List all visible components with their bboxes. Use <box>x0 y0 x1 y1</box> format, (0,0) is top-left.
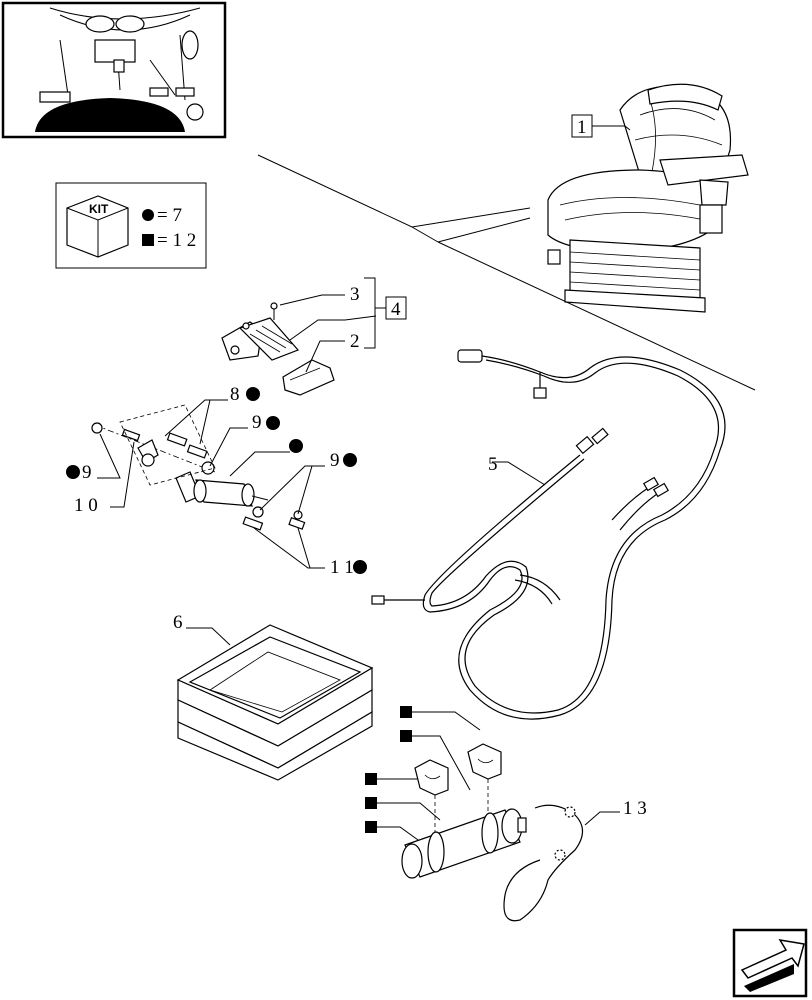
callout-1: 1 <box>571 114 631 138</box>
seat-assembly <box>547 83 749 313</box>
callout-11-circle-icon <box>353 560 367 574</box>
part-3-switch-bracket <box>221 302 300 361</box>
callout-10-label: 1 0 <box>74 495 98 516</box>
unlabeled-circle-icon <box>289 439 303 453</box>
square-marker-icon <box>365 773 377 785</box>
tractor-cab-thumbnail[interactable] <box>1 1 227 139</box>
square-marker-icon <box>365 821 377 833</box>
circle-bullet-icon <box>142 209 154 221</box>
part-2-cover <box>282 359 335 396</box>
square-kit-parts <box>365 706 527 879</box>
callout-5-label: 5 <box>488 454 498 475</box>
callout-2-label: 2 <box>350 331 360 352</box>
callout-6-label: 6 <box>173 612 183 633</box>
callout-9a-label: 9 <box>252 412 262 433</box>
next-page-arrow-icon[interactable] <box>732 928 808 998</box>
square-bullet-icon <box>142 234 154 246</box>
part-6-base-frame <box>176 624 374 781</box>
circle-quantity: = 7 <box>157 205 182 226</box>
callout-4-box <box>385 296 407 320</box>
callout-9c-label: 9 <box>82 462 92 483</box>
callout-9b-label: 9 <box>330 450 340 471</box>
callout-9c-circle-icon <box>66 465 80 479</box>
callout-3-label: 3 <box>350 284 360 305</box>
square-marker-icon <box>400 706 412 718</box>
callout-11-label: 1 1 <box>330 557 354 578</box>
kit-legend: KIT = 7 = 1 2 <box>55 182 207 269</box>
part-13-cable <box>503 804 584 922</box>
square-marker-icon <box>365 797 377 809</box>
kit-label: KIT <box>89 202 109 216</box>
square-quantity: = 1 2 <box>157 230 196 251</box>
callout-8-label: 8 <box>230 384 240 405</box>
callout-8-circle-icon <box>246 387 260 401</box>
callout-1-label: 1 <box>577 117 587 138</box>
callout-9a-circle-icon <box>266 416 280 430</box>
callout-4-label: 4 <box>391 299 401 320</box>
part-5-wiring-harness <box>371 349 726 720</box>
callout-9b-circle-icon <box>343 453 357 467</box>
square-marker-icon <box>400 730 412 742</box>
callout-13-label: 1 3 <box>623 798 647 819</box>
small-parts-group <box>91 404 306 531</box>
